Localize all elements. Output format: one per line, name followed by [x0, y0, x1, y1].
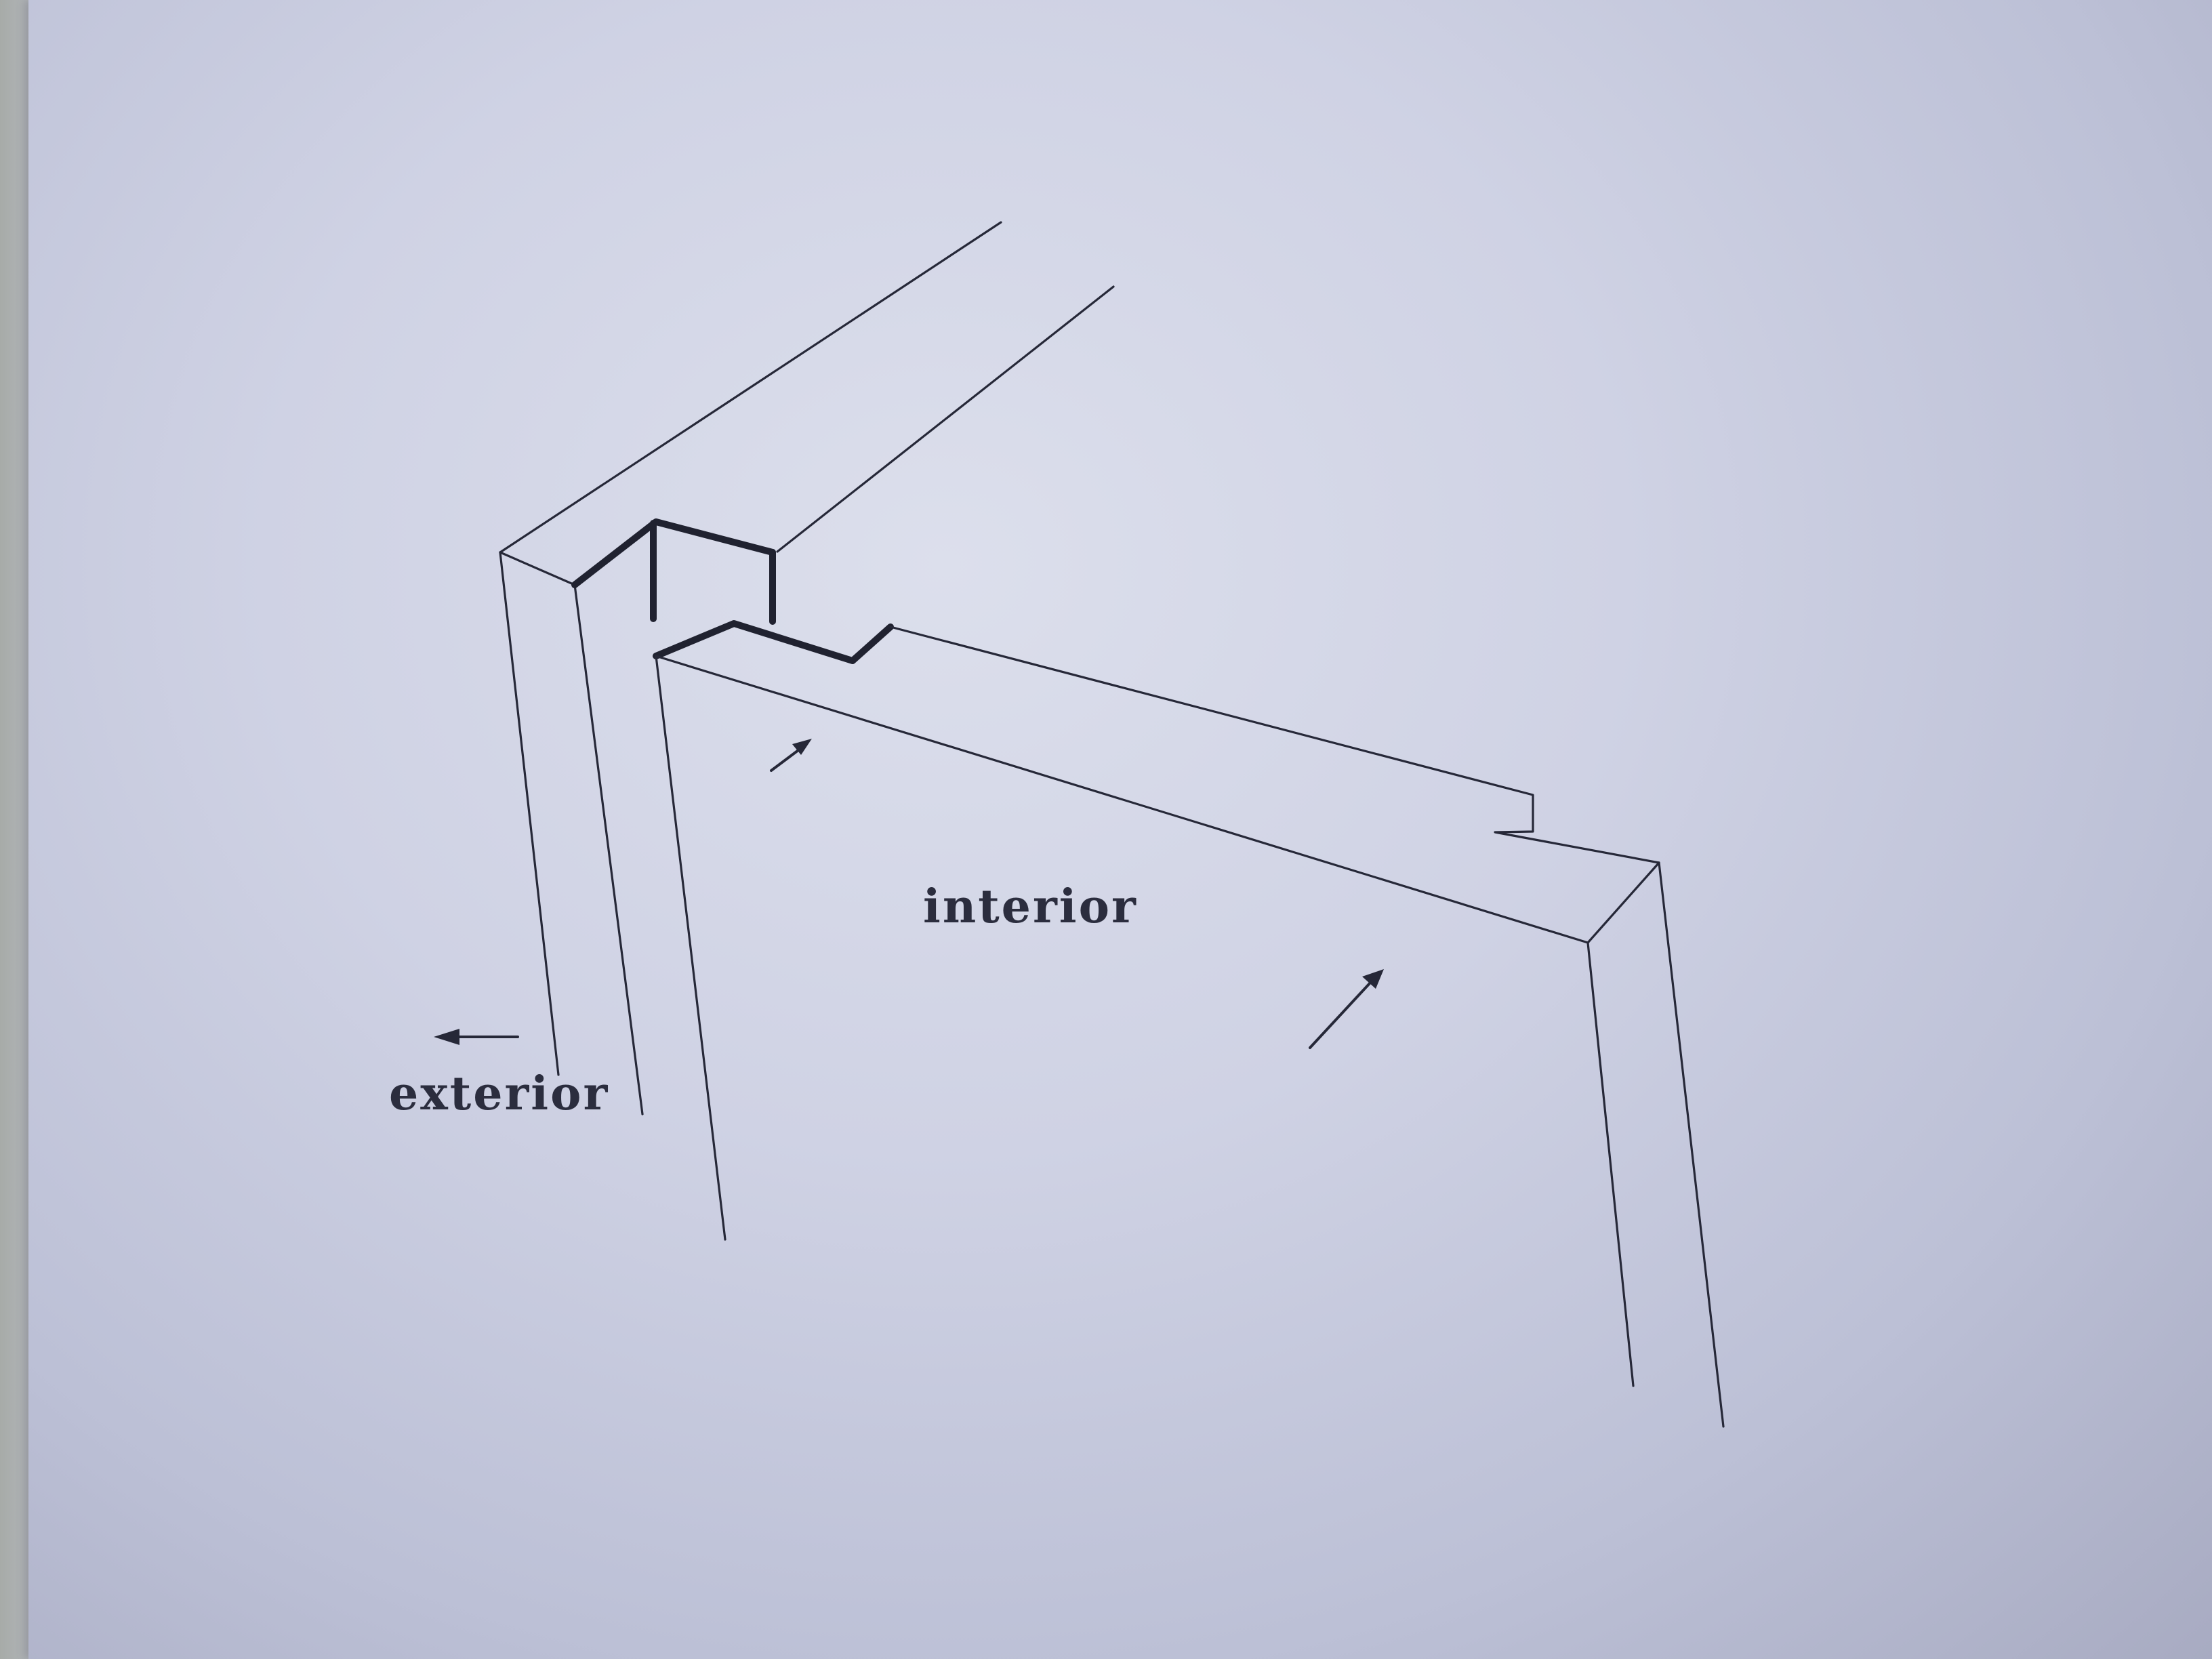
left-post-outer-edge [499, 551, 560, 1076]
arrow-left-head [434, 1029, 459, 1045]
joint-profile [571, 518, 894, 664]
arrow-small-shaft [770, 747, 802, 772]
upper-rail-end-face [499, 551, 576, 586]
upper-rail [499, 221, 1115, 586]
interior-label: interior [923, 880, 1138, 934]
arrow-diagonal-shaft [1309, 981, 1372, 1049]
tongue-profile [653, 620, 894, 664]
arrow-left [434, 1029, 519, 1045]
arrow-diagonal [1309, 969, 1384, 1049]
lower-rail-back-edge [889, 626, 1660, 864]
exterior-label: exterior [389, 1067, 610, 1121]
upper-rail-inner-edge [776, 285, 1115, 553]
paper-sheet [28, 0, 2212, 1659]
lower-rail [655, 626, 1660, 944]
arrow-small [770, 739, 812, 772]
right-post-inner-edge [1586, 941, 1635, 1387]
middle-post-edge [655, 655, 726, 1241]
lower-rail-end-face [1586, 861, 1660, 944]
upper-rail-top-edge [499, 221, 1002, 554]
arrow-diagonal-head [1362, 969, 1384, 989]
groove-profile-top [571, 518, 776, 588]
lower-rail-front-edge [655, 655, 1589, 944]
left-post [499, 551, 644, 1115]
arrow-small-head [792, 739, 812, 755]
right-post [1586, 861, 1725, 1428]
middle-post [655, 655, 726, 1241]
left-post-inner-edge [573, 583, 644, 1115]
right-post-outer-edge [1658, 861, 1725, 1428]
